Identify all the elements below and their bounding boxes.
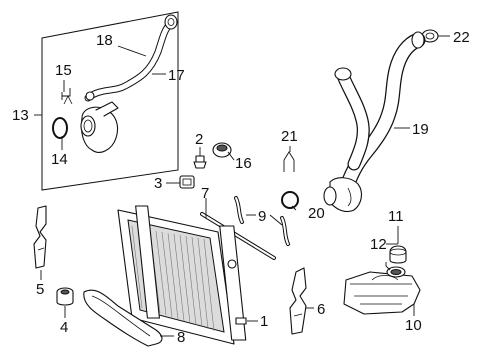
callout-7: 7 [201, 185, 209, 202]
reservoir-cap [389, 245, 407, 264]
hose-assembly-group [41, 11, 179, 191]
small-hose-clamp [85, 91, 95, 101]
callout-1: 1 [260, 313, 268, 330]
leader-lines [34, 35, 450, 337]
callout-16: 16 [235, 155, 252, 172]
radiator-left-tank [135, 205, 160, 319]
callout-8: 8 [177, 329, 185, 346]
lower-hose-fitting [329, 177, 363, 213]
callout-6: 6 [317, 301, 325, 318]
drain-plug-2 [193, 155, 207, 169]
o-ring-14 [52, 117, 68, 139]
callout-4: 4 [60, 319, 68, 336]
lower-hose-top-end [334, 67, 352, 81]
callout-9: 9 [258, 208, 266, 225]
callout-2: 2 [195, 131, 203, 148]
callout-19: 19 [412, 121, 429, 138]
grommet-16 [212, 142, 232, 158]
hose-clip-21 [283, 151, 295, 172]
callout-20: 20 [308, 205, 325, 222]
coolant-reservoir [343, 271, 421, 315]
mount-cushion-4 [56, 287, 74, 306]
callout-3: 3 [154, 175, 162, 192]
callout-14: 14 [51, 151, 68, 168]
callout-10: 10 [405, 317, 422, 334]
hose-brackets-9 [234, 196, 290, 246]
callout-labels: 1 2 3 4 5 6 7 8 9 10 11 12 13 14 15 16 1… [12, 29, 470, 346]
air-guide-5 [33, 205, 47, 269]
radiator-right-tank [219, 225, 247, 341]
callout-11: 11 [388, 208, 404, 225]
callout-5: 5 [36, 281, 44, 298]
small-hose-end-ring [164, 14, 178, 30]
callout-21: 21 [281, 128, 298, 145]
radiator-outlet [227, 259, 237, 269]
callout-13: 13 [12, 107, 29, 124]
callout-12: 12 [370, 236, 387, 253]
lower-air-duct-8 [83, 289, 163, 347]
callout-22: 22 [453, 29, 470, 46]
lower-hose-group [323, 31, 426, 213]
clip-15-icon [61, 88, 71, 100]
callout-18: 18 [96, 32, 113, 49]
callout-15: 15 [55, 62, 72, 79]
air-guide-6 [289, 267, 307, 335]
reservoir-cap-assembly [386, 245, 407, 278]
clamp-bracket-3 [179, 175, 195, 189]
hose-assembly-box [41, 11, 179, 191]
callout-17: 17 [168, 67, 185, 84]
radiator [117, 205, 247, 345]
o-ring-seal-20 [281, 191, 299, 209]
